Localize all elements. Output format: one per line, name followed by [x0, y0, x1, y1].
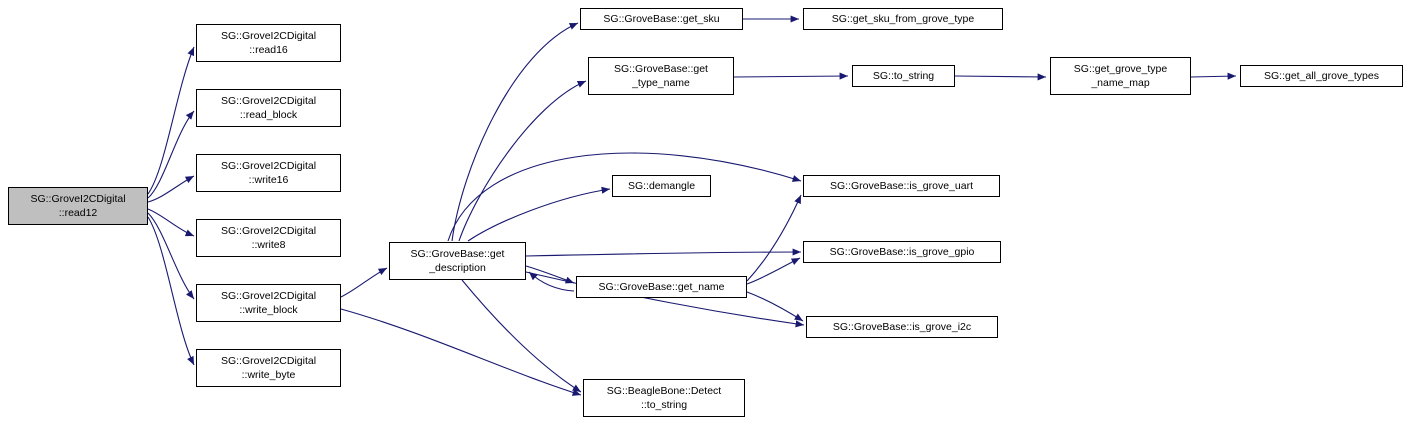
- node-get_type_name[interactable]: SG::GroveBase::get _type_name: [588, 57, 734, 95]
- node-label: ::read12: [58, 207, 98, 219]
- node-label: SG::GroveBase::get: [410, 247, 505, 260]
- edge-read12-write8: [147, 208, 195, 237]
- edge-read12-write16: [147, 175, 195, 203]
- node-label: SG::get_sku_from_grove_type: [831, 12, 975, 25]
- edge-get_description-is_grove_i2c: [525, 271, 805, 328]
- edge-get_name-is_grove_i2c: [746, 291, 804, 322]
- edge-read12-write_byte: [147, 216, 195, 366]
- node-label: SG::GroveI2CDigital: [30, 192, 126, 205]
- edge-get_name-get_description: [528, 271, 575, 292]
- node-label: SG::GroveBase::get: [614, 62, 708, 75]
- node-to_string[interactable]: SG::to_string: [852, 65, 955, 87]
- edge-get_description-is_grove_uart: [447, 152, 802, 242]
- node-write_byte[interactable]: SG::GroveI2CDigital ::write_byte: [196, 349, 341, 387]
- node-get_sku_from_grove_type[interactable]: SG::get_sku_from_grove_type: [803, 8, 1003, 30]
- edge-get_grove_type_name_map-get_all_grove_types: [1190, 72, 1237, 80]
- edge-read12-read16: [147, 46, 195, 195]
- node-label: ::write16: [248, 174, 289, 186]
- edge-get_description-is_grove_gpio: [525, 248, 802, 257]
- node-label: ::write_byte: [241, 369, 296, 381]
- node-label: SG::GroveI2CDigital: [220, 94, 317, 107]
- edge-get_description-demangle: [467, 186, 611, 242]
- node-label: SG::get_all_grove_types: [1264, 69, 1379, 82]
- edge-get_name-is_grove_uart: [746, 194, 802, 282]
- node-read12: SG::GroveI2CDigital ::read12: [8, 187, 148, 225]
- edge-get_type_name-to_string: [733, 72, 849, 80]
- edge-to_string-get_grove_type_name_map: [954, 73, 1047, 81]
- node-label: ::read16: [249, 44, 288, 56]
- node-label: ::write_block: [239, 304, 298, 316]
- node-label: SG::GroveBase::get_sku: [603, 12, 720, 25]
- node-label: SG::GroveI2CDigital: [220, 29, 317, 42]
- node-get_all_grove_types[interactable]: SG::get_all_grove_types: [1240, 65, 1403, 87]
- node-label: ::read_block: [239, 109, 298, 121]
- edge-read12-read_block: [147, 110, 195, 199]
- node-label: SG::BeagleBone::Detect: [606, 384, 722, 397]
- edge-get_name-is_grove_gpio: [746, 257, 801, 285]
- edge-write_block-detect_to_string: [340, 308, 582, 396]
- node-is_grove_uart[interactable]: SG::GroveBase::is_grove_uart: [803, 175, 1000, 197]
- node-demangle[interactable]: SG::demangle: [612, 175, 711, 197]
- node-label: _name_map: [1091, 77, 1150, 89]
- node-label: _type_name: [632, 77, 690, 89]
- node-label: ::write8: [251, 239, 286, 251]
- node-label: _description: [429, 262, 486, 274]
- node-read_block[interactable]: SG::GroveI2CDigital ::read_block: [196, 89, 341, 127]
- edge-get_description-get_name: [525, 265, 575, 284]
- node-get_sku[interactable]: SG::GroveBase::get_sku: [580, 8, 743, 30]
- node-label: SG::to_string: [872, 69, 935, 82]
- node-label: SG::get_grove_type: [1073, 62, 1168, 75]
- node-label: SG::GroveI2CDigital: [220, 289, 317, 302]
- node-detect_to_string[interactable]: SG::BeagleBone::Detect ::to_string: [583, 379, 745, 417]
- node-label: SG::demangle: [627, 179, 696, 192]
- node-is_grove_i2c[interactable]: SG::GroveBase::is_grove_i2c: [806, 316, 998, 338]
- node-label: SG::GroveBase::is_grove_gpio: [829, 245, 975, 258]
- node-label: SG::GroveI2CDigital: [220, 224, 317, 237]
- node-label: SG::GroveBase::get_name: [598, 280, 725, 293]
- node-write_block[interactable]: SG::GroveI2CDigital ::write_block: [196, 284, 341, 322]
- node-label: SG::GroveBase::is_grove_uart: [830, 179, 973, 192]
- edge-get_description-detect_to_string: [461, 279, 582, 393]
- node-get_grove_type_name_map[interactable]: SG::get_grove_type _name_map: [1050, 57, 1191, 95]
- node-is_grove_gpio[interactable]: SG::GroveBase::is_grove_gpio: [803, 241, 1001, 263]
- node-label: SG::GroveBase::is_grove_i2c: [832, 320, 972, 333]
- edge-get_description-get_sku: [451, 22, 579, 242]
- node-label: SG::GroveI2CDigital: [220, 159, 317, 172]
- edge-get_description-get_type_name: [458, 80, 587, 242]
- node-label: SG::GroveI2CDigital: [220, 354, 317, 367]
- node-get_name[interactable]: SG::GroveBase::get_name: [576, 276, 747, 298]
- node-label: ::to_string: [640, 399, 688, 411]
- node-get_description[interactable]: SG::GroveBase::get _description: [389, 242, 526, 280]
- edge-write_block-get_description: [340, 267, 388, 298]
- node-write8[interactable]: SG::GroveI2CDigital ::write8: [196, 219, 341, 257]
- node-read16[interactable]: SG::GroveI2CDigital ::read16: [196, 24, 341, 62]
- edge-read12-write_block: [147, 212, 195, 300]
- node-write16[interactable]: SG::GroveI2CDigital ::write16: [196, 154, 341, 192]
